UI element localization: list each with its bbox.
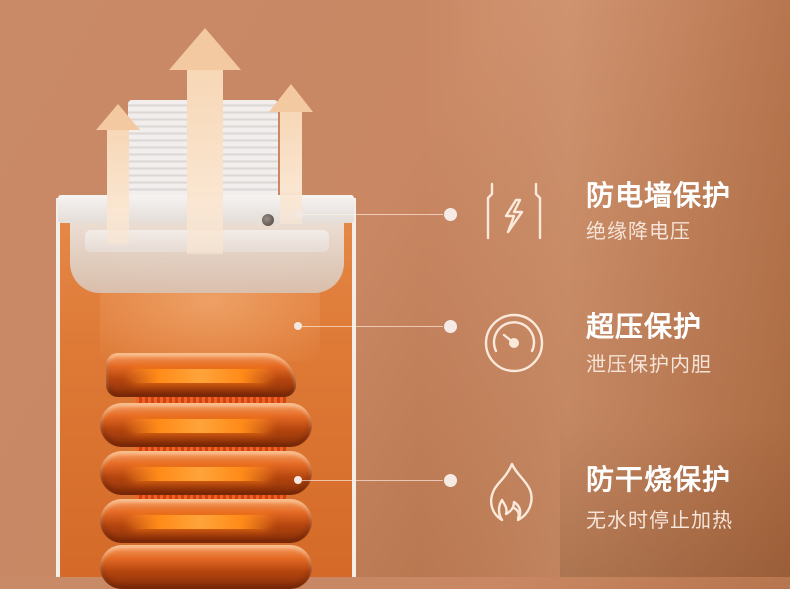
feature-subtitle: 泄压保护内胆 xyxy=(586,352,712,376)
callout-end-dot xyxy=(444,474,457,487)
callout-end-dot xyxy=(444,208,457,221)
coil-turn xyxy=(100,545,312,589)
flame-icon xyxy=(482,460,546,524)
callout-line xyxy=(302,326,443,327)
feature-subtitle: 无水时停止加热 xyxy=(586,508,733,532)
callout-origin-dot xyxy=(294,322,302,330)
feature-title: 防电墙保护 xyxy=(586,179,732,212)
callout-origin-dot xyxy=(294,476,302,484)
feature-subtitle: 绝缘降电压 xyxy=(586,219,691,243)
heating-coil xyxy=(100,345,320,589)
feature-title: 防干烧保护 xyxy=(586,463,732,496)
pressure-gauge-icon xyxy=(482,311,546,375)
background-light xyxy=(420,0,790,577)
electric-wall-lightning-icon xyxy=(482,178,546,242)
callout-end-dot xyxy=(444,320,457,333)
heat-arrow-left xyxy=(96,104,140,244)
feature-title: 超压保护 xyxy=(586,310,703,343)
flange-bolt xyxy=(262,214,274,226)
heat-arrow-right xyxy=(269,84,313,224)
callout-line xyxy=(302,480,443,481)
heat-arrow-center xyxy=(169,28,241,254)
callout-line xyxy=(303,214,443,215)
background-shade xyxy=(560,420,790,577)
callout-origin-dot xyxy=(295,210,303,218)
